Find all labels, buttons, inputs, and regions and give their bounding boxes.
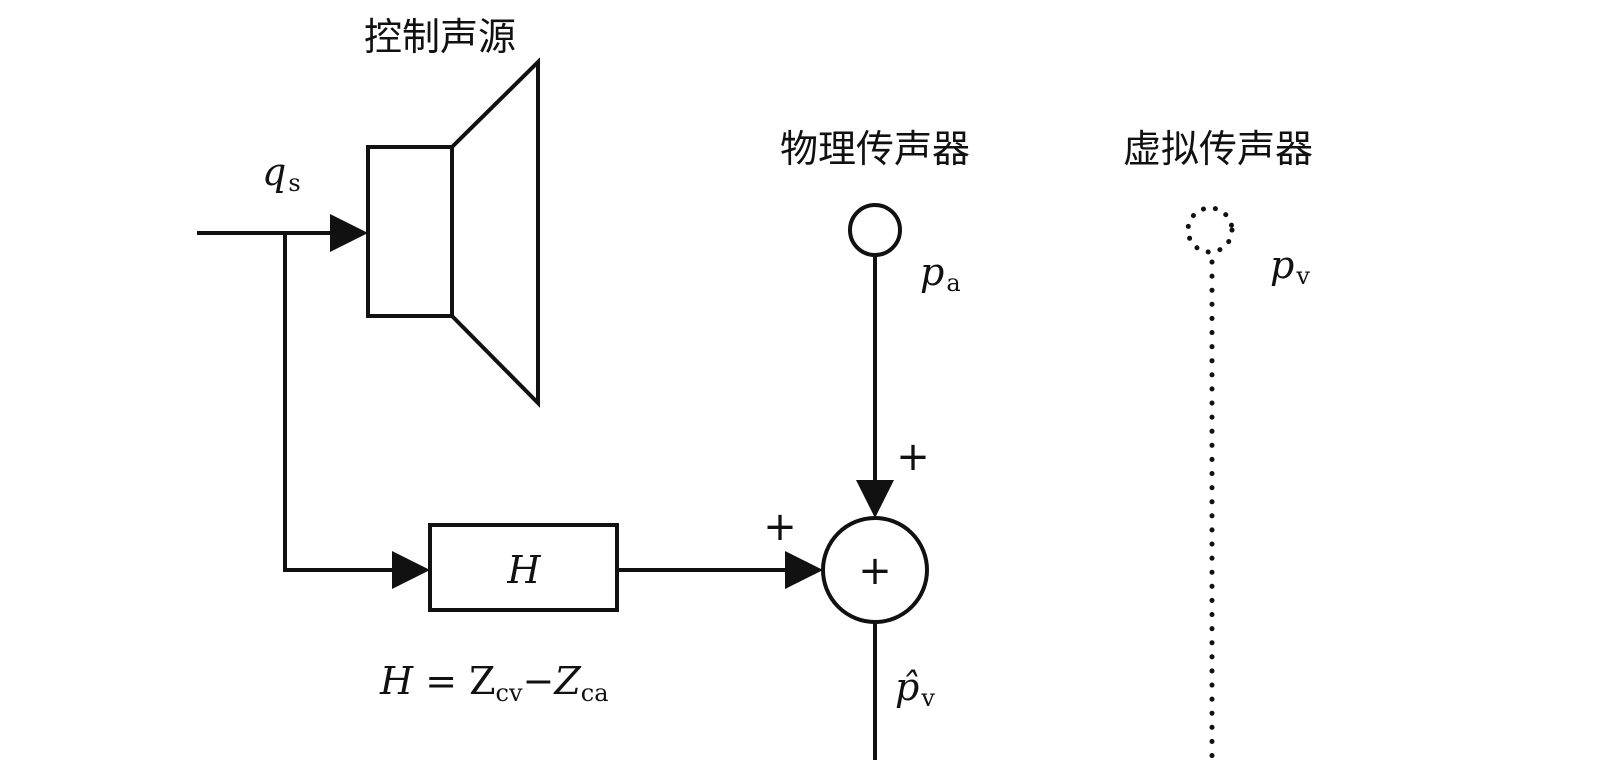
arrow-to-speaker-icon xyxy=(330,214,368,252)
p-a-label: pa xyxy=(920,250,961,297)
control-source-label: 控制声源 xyxy=(364,15,516,59)
branch-line xyxy=(283,233,392,572)
speaker-icon xyxy=(366,57,540,408)
arrow-to-sum-top-icon xyxy=(856,480,894,518)
h-block-label: H xyxy=(506,548,541,592)
q-s-label: qs xyxy=(262,150,301,197)
microphone-icon xyxy=(848,203,902,257)
p-v-label: pv xyxy=(1270,243,1310,290)
physical-mic-label: 物理传声器 xyxy=(780,127,970,171)
virtual-microphone-icon xyxy=(1185,205,1235,255)
arrow-to-h-icon xyxy=(392,551,430,589)
svg-text:+: + xyxy=(858,548,892,594)
plus-top-label: + xyxy=(896,434,930,480)
h-filter-block xyxy=(428,523,619,612)
p-hat-v-label: p̂v xyxy=(895,665,935,712)
plus-left-label: + xyxy=(763,504,797,550)
summing-junction-icon: + xyxy=(821,516,929,624)
h-equation: H = Zcv−Zca xyxy=(379,659,609,707)
virtual-mic-label: 虚拟传声器 xyxy=(1123,127,1313,171)
arrow-to-sum-left-icon xyxy=(785,551,823,589)
